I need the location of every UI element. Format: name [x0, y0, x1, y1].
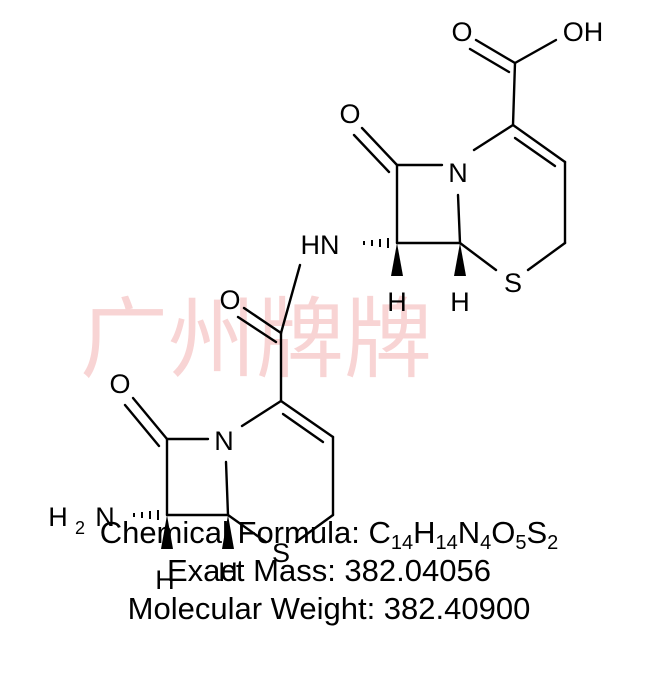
formula-count: 2 — [547, 532, 559, 554]
formula-value: C14H14N4O5S2 — [368, 515, 558, 553]
formula-element: S — [526, 515, 548, 550]
atom-n-1: N — [448, 158, 468, 188]
formula-count: 5 — [515, 532, 527, 554]
atom-oh: OH — [563, 17, 604, 47]
chemical-formula: Chemical Formula: C14H14N4O5S2 — [0, 515, 658, 553]
formula-element: H — [413, 515, 436, 550]
atom-s-2: S — [272, 538, 290, 568]
atom-hn: HN — [301, 230, 340, 260]
formula-count: 14 — [390, 532, 414, 554]
formula-count: 4 — [480, 532, 492, 554]
atom-n-2: N — [214, 426, 234, 456]
atom-h-6b: H — [218, 557, 238, 587]
atom-o-amide: O — [219, 285, 240, 315]
formula-element: C — [368, 515, 391, 550]
atom-h-6a: H — [450, 287, 470, 317]
molecular-weight: Molecular Weight: 382.40900 — [127, 591, 531, 626]
formula-count: 14 — [435, 532, 458, 554]
formula-label: Chemical Formula: — [99, 515, 369, 550]
atom-labels: O OH O N S HN H H O O N S H 2 N H H — [48, 17, 603, 595]
atom-h2n-n: N — [95, 502, 115, 532]
atom-o-lactam-1: O — [339, 99, 360, 129]
formula-element: N — [457, 515, 481, 550]
atom-o-lactam-2: O — [109, 369, 130, 399]
atom-h2n-h: H — [48, 502, 68, 532]
atom-h-7b: H — [155, 565, 175, 595]
stereo-bonds — [133, 238, 466, 549]
atom-o-acid: O — [451, 17, 472, 47]
atom-s-1: S — [504, 268, 522, 298]
atom-h2n-subscript: 2 — [75, 518, 85, 538]
bonds — [123, 38, 567, 544]
atom-h-7a: H — [387, 287, 407, 317]
exact-mass: Exact Mass: 382.04056 — [167, 553, 491, 588]
formula-element: O — [491, 515, 516, 550]
watermark: 广州牌牌 — [80, 288, 432, 391]
